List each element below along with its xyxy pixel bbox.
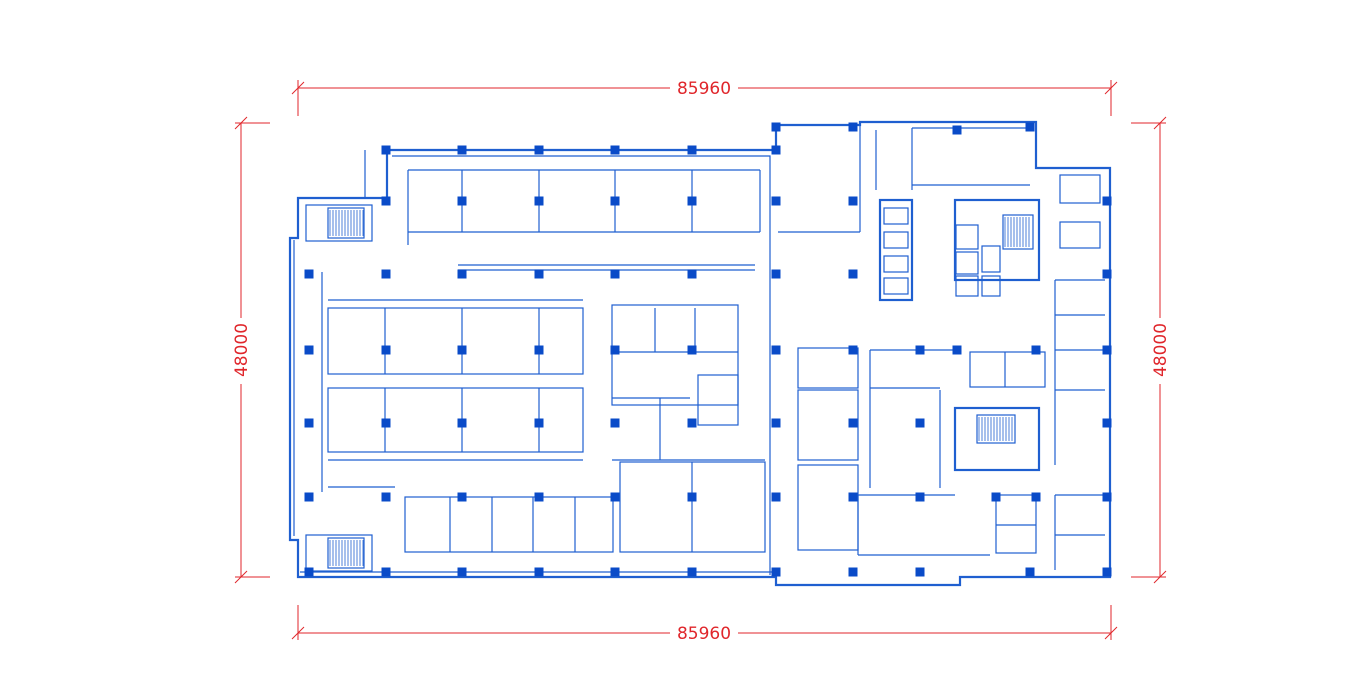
structural-column <box>534 269 544 279</box>
elevator-bank <box>878 198 1001 302</box>
structural-column <box>687 492 697 502</box>
structural-column <box>848 418 858 428</box>
middle-office-rows <box>321 272 584 492</box>
structural-column <box>1031 345 1041 355</box>
structural-column <box>610 492 620 502</box>
structural-column <box>952 345 962 355</box>
structural-column <box>771 122 781 132</box>
structural-column <box>610 145 620 155</box>
structural-column <box>610 345 620 355</box>
structural-column <box>848 196 858 206</box>
structural-column <box>1102 567 1112 577</box>
structural-column <box>304 269 314 279</box>
dimension-bottom: 85960 <box>291 605 1118 644</box>
structural-column <box>687 269 697 279</box>
structural-column <box>771 418 781 428</box>
structural-column <box>457 345 467 355</box>
dimension-top: 85960 <box>291 79 1118 116</box>
stair-top-left <box>305 204 373 242</box>
structural-column <box>687 196 697 206</box>
structural-column <box>381 418 391 428</box>
structural-column <box>1102 345 1112 355</box>
structural-column <box>381 567 391 577</box>
structural-column <box>848 122 858 132</box>
right-wing-rooms <box>778 125 1105 570</box>
structural-column <box>952 125 962 135</box>
stair-bottom-left <box>305 534 373 572</box>
center-room-cluster <box>611 304 765 461</box>
structural-column <box>381 345 391 355</box>
structural-column <box>610 269 620 279</box>
building-outline <box>288 120 1112 587</box>
structural-column <box>848 345 858 355</box>
structural-column <box>381 492 391 502</box>
top-office-row <box>407 169 761 271</box>
structural-column <box>610 418 620 428</box>
bottom-office-row <box>328 461 766 553</box>
structural-column <box>1031 492 1041 502</box>
structural-column <box>771 567 781 577</box>
structural-column <box>457 567 467 577</box>
structural-column <box>771 269 781 279</box>
dimension-left: 48000 <box>232 116 270 584</box>
structural-column <box>304 492 314 502</box>
structural-column <box>687 345 697 355</box>
structural-column <box>915 345 925 355</box>
structural-column <box>534 418 544 428</box>
stair-core-top <box>953 198 1041 282</box>
structural-column <box>304 418 314 428</box>
structural-column <box>771 345 781 355</box>
structural-column <box>534 196 544 206</box>
structural-column <box>771 492 781 502</box>
structural-column <box>848 567 858 577</box>
structural-column <box>534 145 544 155</box>
structural-column <box>457 145 467 155</box>
structural-column <box>771 145 781 155</box>
structural-column <box>610 567 620 577</box>
structural-column <box>848 269 858 279</box>
structural-columns <box>304 122 1112 577</box>
structural-column <box>304 345 314 355</box>
structural-column <box>381 145 391 155</box>
structural-column <box>991 492 1001 502</box>
structural-column <box>1025 567 1035 577</box>
structural-column <box>771 196 781 206</box>
structural-column <box>534 567 544 577</box>
structural-column <box>915 567 925 577</box>
structural-column <box>915 492 925 502</box>
dimension-left-label: 48000 <box>232 323 252 377</box>
structural-column <box>457 269 467 279</box>
structural-column <box>534 492 544 502</box>
structural-column <box>687 418 697 428</box>
structural-column <box>687 145 697 155</box>
structural-column <box>915 418 925 428</box>
structural-column <box>687 567 697 577</box>
structural-column <box>534 345 544 355</box>
structural-column <box>457 418 467 428</box>
structural-column <box>304 567 314 577</box>
stair-core-bottom <box>953 406 1041 472</box>
structural-column <box>381 269 391 279</box>
dimension-right: 48000 <box>1131 116 1171 584</box>
structural-column <box>1102 196 1112 206</box>
dimension-top-label: 85960 <box>677 79 731 99</box>
structural-column <box>457 196 467 206</box>
dimension-right-label: 48000 <box>1151 323 1171 377</box>
stair-hatching <box>329 210 1030 566</box>
structural-column <box>848 492 858 502</box>
structural-column <box>1025 122 1035 132</box>
structural-column <box>1102 492 1112 502</box>
structural-column <box>457 492 467 502</box>
dimension-bottom-label: 85960 <box>677 624 731 644</box>
structural-column <box>381 196 391 206</box>
structural-column <box>1102 269 1112 279</box>
structural-column <box>610 196 620 206</box>
structural-column <box>1102 418 1112 428</box>
